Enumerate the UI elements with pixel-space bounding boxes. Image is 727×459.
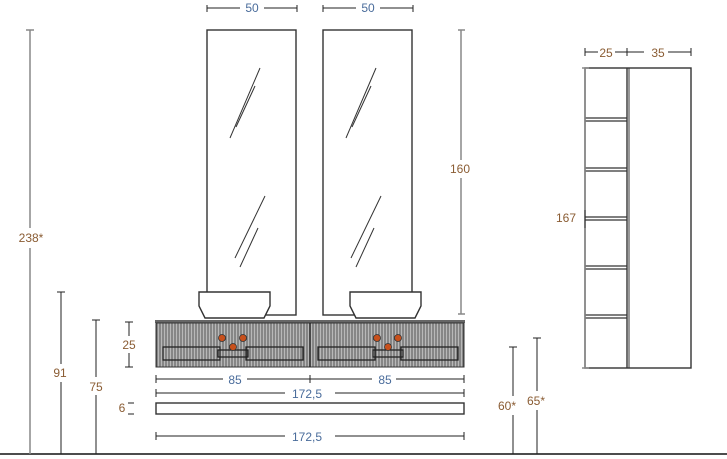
dim-height-75: 75 [89, 380, 103, 394]
dim-mirror-left-width: 50 [245, 1, 259, 15]
dim-shelf-thickness: 6 [119, 401, 126, 415]
dim-mirror-height: 160 [450, 162, 470, 176]
dim-module-left-width: 85 [228, 373, 242, 387]
mirror-left [206, 29, 297, 316]
basin-right [349, 291, 422, 319]
dim-mirror-right-width: 50 [361, 1, 375, 15]
dim-height-60: 60* [498, 399, 516, 413]
dimension-lines [26, 5, 692, 454]
dim-module-right-width: 85 [378, 373, 392, 387]
dim-cabinet-height: 25 [122, 338, 136, 352]
dim-column-height: 167 [556, 211, 576, 225]
basin-left [198, 291, 271, 319]
vanity-cabinet [155, 320, 465, 368]
dim-cabinet-width: 172,5 [292, 387, 322, 401]
column-unit [584, 67, 692, 369]
dim-height-65: 65* [527, 394, 545, 408]
tap-fittings [218, 334, 402, 351]
mirror-right [322, 29, 413, 316]
dim-height-91: 91 [53, 366, 67, 380]
shelf [155, 402, 465, 415]
dim-column-door-width: 35 [651, 46, 665, 60]
dim-column-open-width: 25 [599, 46, 613, 60]
dim-shelf-width: 172,5 [292, 430, 322, 444]
dim-total-height: 238* [19, 231, 44, 245]
